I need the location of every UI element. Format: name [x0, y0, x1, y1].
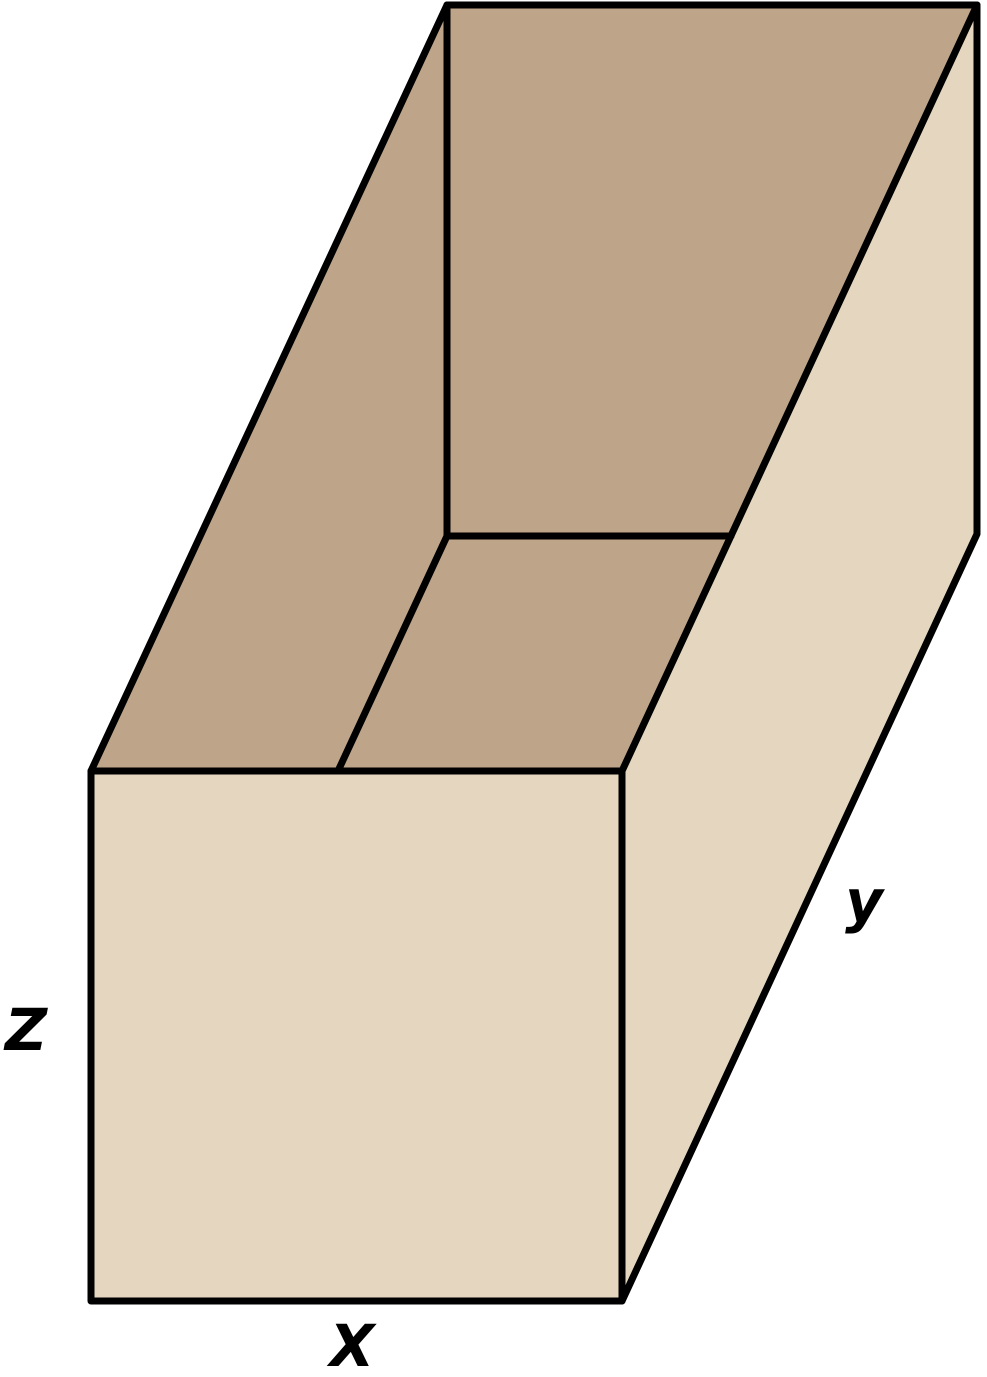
interior-floor-left-edge: [334, 532, 451, 775]
front-face: [91, 771, 622, 1301]
dimension-label-y: y: [845, 867, 885, 935]
right-face: [622, 5, 977, 1301]
dimension-label-z: Z: [3, 996, 48, 1064]
box-exterior: [91, 5, 977, 1301]
box-edges: [87, 1, 981, 1305]
interior-floor: [338, 536, 731, 771]
interior-back-wall: [447, 5, 977, 536]
dimension-label-x: X: [327, 1312, 378, 1377]
right-face-outline: [618, 1, 981, 1305]
top-left-rim-edge: [87, 1, 451, 775]
